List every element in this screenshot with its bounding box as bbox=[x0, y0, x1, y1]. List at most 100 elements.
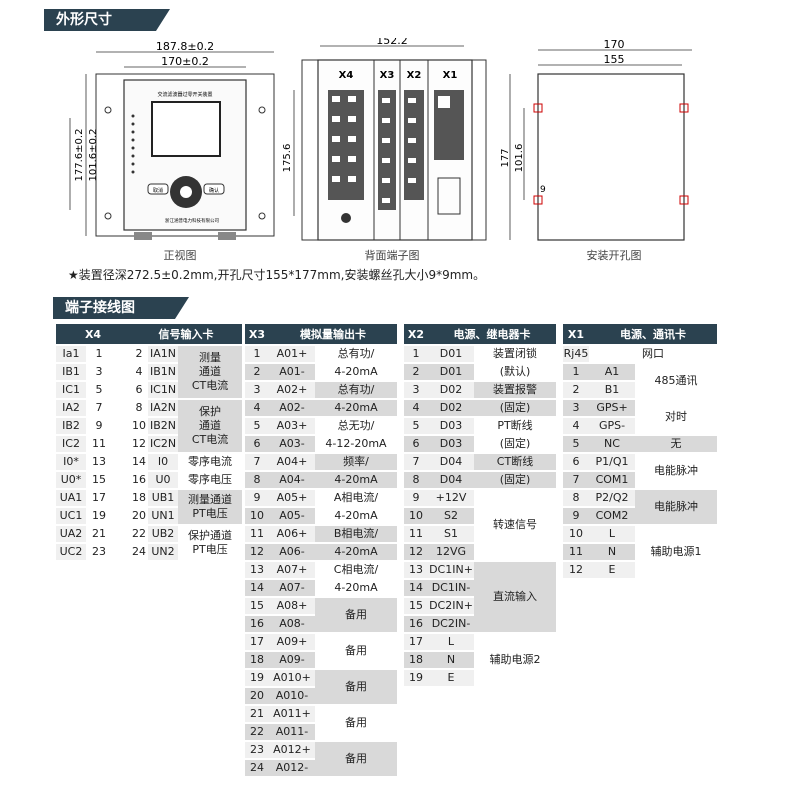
function-label: (默认) bbox=[474, 364, 556, 380]
terminal-number: 20 bbox=[130, 508, 149, 524]
terminal-label: I0 bbox=[148, 454, 179, 470]
terminal-label: UC1 bbox=[56, 508, 86, 524]
terminal-signal: DC2IN+ bbox=[428, 598, 474, 614]
terminal-signal: A01+ bbox=[269, 346, 315, 362]
terminal-label: IA2 bbox=[56, 400, 86, 416]
cutout-drawing: 170 155 177 101.6 9 bbox=[500, 38, 692, 241]
terminal-number: 11 bbox=[563, 544, 589, 560]
terminal-number: 3 bbox=[86, 364, 112, 380]
function-label: 4-20mA bbox=[315, 472, 397, 488]
spacer bbox=[112, 508, 131, 524]
terminal-number: 3 bbox=[404, 382, 428, 398]
function-label: 测量通道 PT电压 bbox=[178, 490, 243, 524]
terminal-signal: A010- bbox=[269, 688, 315, 704]
function-label: 零序电流 bbox=[178, 454, 243, 470]
dimensions-section-title: 外形尺寸 bbox=[44, 9, 170, 31]
terminal-signal: A011- bbox=[269, 724, 315, 740]
terminal-number: 9 bbox=[404, 490, 428, 506]
terminal-signal: D01 bbox=[428, 364, 474, 380]
terminal-label: IC1 bbox=[56, 382, 86, 398]
terminal-number: 10 bbox=[563, 526, 589, 542]
terminal-signal: A03+ bbox=[269, 418, 315, 434]
spacer bbox=[112, 526, 131, 542]
x3-header-slot: X3 bbox=[245, 324, 269, 344]
function-label: 4-20mA bbox=[315, 400, 397, 416]
front-width-inner: 170±0.2 bbox=[161, 55, 209, 68]
terminal-signal: A07- bbox=[269, 580, 315, 596]
terminal-signal: DC1IN+ bbox=[428, 562, 474, 578]
cutout-caption: 安装开孔图 bbox=[586, 249, 642, 262]
function-label: 频率/ bbox=[315, 454, 397, 470]
terminal-signal: P2/Q2 bbox=[589, 490, 635, 506]
function-label: 总无功/ bbox=[315, 418, 397, 434]
terminal-label: UN1 bbox=[148, 508, 179, 524]
terminal-number: 17 bbox=[86, 490, 112, 506]
terminal-label: UB2 bbox=[148, 526, 179, 542]
terminal-signal: D02 bbox=[428, 400, 474, 416]
terminal-signal: S2 bbox=[428, 508, 474, 524]
terminal-signal: A07+ bbox=[269, 562, 315, 578]
terminal-number: 12 bbox=[404, 544, 428, 560]
spacer bbox=[112, 454, 131, 470]
terminal-signal: A01- bbox=[269, 364, 315, 380]
function-label: 转速信号 bbox=[474, 490, 556, 560]
terminal-signal: A04+ bbox=[269, 454, 315, 470]
terminal-label: UN2 bbox=[148, 544, 179, 560]
spacer bbox=[112, 436, 131, 452]
terminal-label: IA1N bbox=[148, 346, 179, 362]
function-label: B相电流/ bbox=[315, 526, 397, 542]
terminal-number: 5 bbox=[563, 436, 589, 452]
terminal-number: 22 bbox=[130, 526, 149, 542]
front-view-drawing: 187.8±0.2 170±0.2 交流滤波器过零开关装置 取消 确认 浙江涵普… bbox=[60, 38, 290, 260]
terminal-number: Rj45 bbox=[563, 346, 589, 362]
wiring-section-title: 端子接线图 bbox=[53, 297, 189, 319]
spacer bbox=[112, 490, 131, 506]
terminal-number: 13 bbox=[86, 454, 112, 470]
terminal-label: IA2N bbox=[148, 400, 179, 416]
terminal-number: 7 bbox=[404, 454, 428, 470]
function-label: 备用 bbox=[315, 706, 397, 740]
function-label: 对时 bbox=[635, 400, 717, 434]
x4-header-slot: X4 bbox=[56, 324, 131, 344]
function-label: 备用 bbox=[315, 742, 397, 776]
terminal-number: 13 bbox=[245, 562, 269, 578]
terminal-signal: A03- bbox=[269, 436, 315, 452]
terminal-signal: A1 bbox=[589, 364, 635, 380]
x2-header-slot: X2 bbox=[404, 324, 428, 344]
function-label: 485通讯 bbox=[635, 364, 717, 398]
terminal-number: 1 bbox=[404, 346, 428, 362]
terminal-signal: A012- bbox=[269, 760, 315, 776]
terminal-signal: A09+ bbox=[269, 634, 315, 650]
terminal-number: 17 bbox=[404, 634, 428, 650]
terminal-label: I0* bbox=[56, 454, 86, 470]
terminal-number: 4 bbox=[563, 418, 589, 434]
x4-header-title: 信号输入卡 bbox=[130, 324, 243, 344]
terminal-signal: S1 bbox=[428, 526, 474, 542]
terminal-label: UA1 bbox=[56, 490, 86, 506]
spacer bbox=[112, 418, 131, 434]
function-label: 装置闭锁 bbox=[474, 346, 556, 362]
function-label: (固定) bbox=[474, 400, 556, 416]
terminal-number: 16 bbox=[130, 472, 149, 488]
